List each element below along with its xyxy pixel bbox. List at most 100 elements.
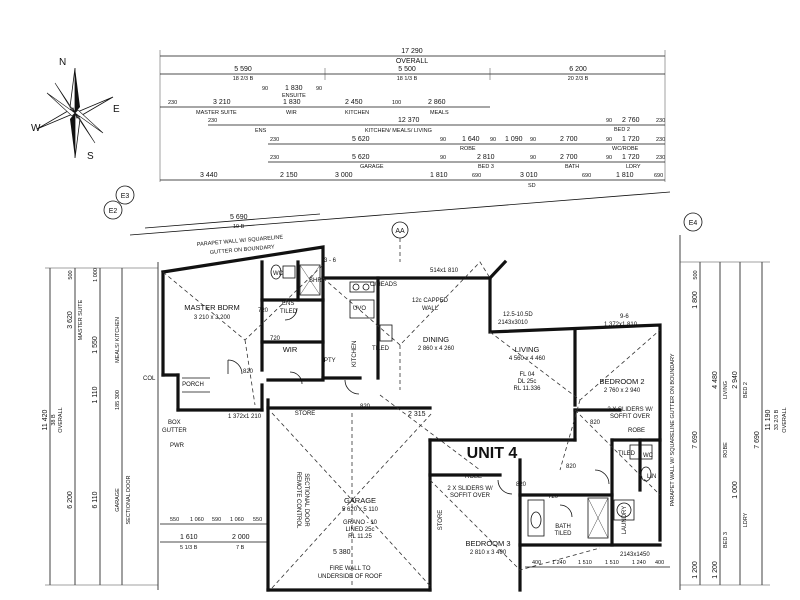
- dim-r7-2: 3 000: [335, 172, 353, 179]
- label-ens-top: ENS: [255, 128, 267, 134]
- note-capped: 12c CAPPED: [412, 298, 449, 304]
- living-level-1: DL 25c: [518, 379, 537, 385]
- win-code-5: 1 372x1 810: [604, 322, 638, 328]
- left-v2: 1 000: [93, 268, 99, 282]
- win-code-7: 2143x1450: [620, 552, 650, 558]
- right-v8: 1 200: [712, 561, 719, 579]
- right-parapet: PARAPET WALL W/ SQUARELINE GUTTER ON BOU…: [670, 353, 676, 506]
- fixture-wc: WC: [273, 271, 284, 277]
- dim-r3-4: 90: [316, 86, 322, 92]
- right-v6: 7 690: [692, 431, 699, 449]
- label-kitchen: KITCHEN: [345, 110, 369, 116]
- right-span: 6 200: [569, 66, 587, 73]
- left-v5: 185 300: [115, 390, 121, 410]
- left-v4: 1 110: [92, 386, 99, 403]
- fire-note-1: UNDERSIDE OF ROOF: [318, 574, 383, 580]
- fixture-wc2: WC: [643, 453, 654, 459]
- dim-r7-5: 3 010: [520, 172, 538, 179]
- dim-r6-7: 1 720: [622, 154, 640, 161]
- bottom-l0: 550: [170, 517, 179, 523]
- win-code-1: 514x1 810: [430, 268, 459, 274]
- dim-r3-5: 2 450: [345, 99, 363, 106]
- room-bed3: BEDROOM 3: [465, 539, 510, 548]
- bed2-note-1: SOFFIT OVER: [610, 414, 651, 420]
- bottom-l1: 1 060: [190, 517, 204, 523]
- dim-r5-4: 90: [490, 137, 496, 143]
- label-wir: WIR: [286, 110, 297, 116]
- label-meals: MEALS: [430, 110, 449, 116]
- left-l2: GARAGE: [115, 488, 121, 512]
- door-4: 820: [590, 420, 601, 426]
- dim-r7-3: 1 810: [430, 172, 448, 179]
- bottom-r4: 1 240: [632, 560, 646, 566]
- label-bath-top: BATH: [565, 164, 579, 170]
- room-kitchen: KITCHEN: [352, 341, 358, 367]
- dim-r5-2: 90: [440, 137, 446, 143]
- door-3: 720: [270, 336, 281, 342]
- left-overall-sub: 38 B: [51, 414, 57, 426]
- door-1: 820: [360, 404, 371, 410]
- room-dining-size: 2 860 x 4 260: [418, 346, 455, 352]
- dim-r3-6: 100: [392, 100, 401, 106]
- dim-r5-6: 90: [530, 137, 536, 143]
- bottom-l2-0: 1 610: [180, 534, 198, 541]
- dim-r6-6: 90: [606, 155, 612, 161]
- left-dimensions: 11 420 38 B OVERALL 500 3 620 1 000 1 55…: [42, 267, 158, 586]
- left-l3: SECTIONAL DOOR: [126, 475, 132, 524]
- right-l0: LIVING: [723, 381, 729, 399]
- label-master-suite: MASTER SUITE: [196, 110, 237, 116]
- room-dining: DINING: [423, 335, 449, 344]
- marker-e2: E2: [109, 208, 118, 215]
- room-living: LIVING: [515, 345, 540, 354]
- label-ensuite: ENSUITE: [282, 93, 306, 99]
- dim-r6-1: 5 620: [352, 154, 370, 161]
- dim-r3-3: 1 830: [285, 85, 303, 92]
- walls: [161, 245, 662, 592]
- room-bed3-size: 2 810 x 3 490: [470, 550, 507, 556]
- dim-r3-1: 3 210: [213, 99, 231, 106]
- room-pty: PTY: [324, 358, 336, 364]
- dim-r4-r1: 2 760: [622, 117, 640, 124]
- garage-level-2: RL 11.25: [348, 534, 372, 540]
- win-code-3: 2143x3010: [498, 320, 528, 326]
- room-robe3: ROBE: [465, 474, 482, 480]
- room-robe: ROBE: [628, 428, 645, 434]
- marker-aa: AA: [395, 228, 405, 235]
- room-ens-tiled: TILED: [280, 309, 298, 315]
- fixture-shr: SHR: [309, 278, 322, 284]
- north-arrow: N S E W: [31, 57, 120, 162]
- room-store: STORE: [295, 411, 316, 417]
- garage-level-1: LINED 25c: [345, 527, 374, 533]
- right-v5: 1 000: [732, 481, 739, 499]
- label-kml: KITCHEN/ MEALS/ LIVING: [365, 128, 432, 134]
- dim-r3-2: 90: [262, 86, 268, 92]
- compass-n: N: [59, 57, 66, 68]
- mid-span-sub: 18 1/3 B: [397, 76, 418, 82]
- label-bed3-top: BED 3: [478, 164, 494, 170]
- boundary-value: 5 690: [230, 214, 248, 221]
- room-tiled2: TILED: [618, 451, 636, 457]
- fixture-oheads: O/HEADS: [370, 282, 397, 288]
- left-l0: MASTER SUITE: [78, 299, 84, 340]
- left-span-sub: 18 2/3 B: [233, 76, 254, 82]
- dim-r5-5: 1 090: [505, 136, 523, 143]
- room-garage-size: 5 620 x 5 110: [342, 507, 379, 513]
- bottom-l2: 590: [212, 517, 221, 523]
- room-kitchen-tiled: TILED: [372, 346, 390, 352]
- left-l1: MEALS/ KITCHEN: [115, 317, 121, 363]
- garage-level-0: GRANO - 10: [343, 520, 378, 526]
- right-dimensions: 11 190 33 2/3 B OVERALL 500 1 800 4 480 …: [670, 261, 788, 586]
- label-garage-top: GARAGE: [360, 164, 384, 170]
- left-v6: 6 110: [92, 491, 99, 508]
- right-overall-label: OVERALL: [782, 407, 788, 432]
- left-v7: 6 200: [67, 491, 74, 509]
- room-wir: WIR: [283, 345, 298, 354]
- dim-r4-value: 12 370: [398, 117, 420, 124]
- door-2: 720: [258, 308, 269, 314]
- site-boundary: 5 690 19 B PARAPET WALL W/ SQUARELINE GU…: [129, 191, 681, 590]
- unit-label: UNIT 4: [467, 445, 518, 462]
- room-master-size: 3 210 x 3 200: [194, 315, 231, 321]
- room-living-size: 4 560 x 4 460: [509, 356, 546, 362]
- room-store-v: STORE: [438, 510, 444, 531]
- bed3-note-0: 2 X SLIDERS W/: [447, 486, 493, 492]
